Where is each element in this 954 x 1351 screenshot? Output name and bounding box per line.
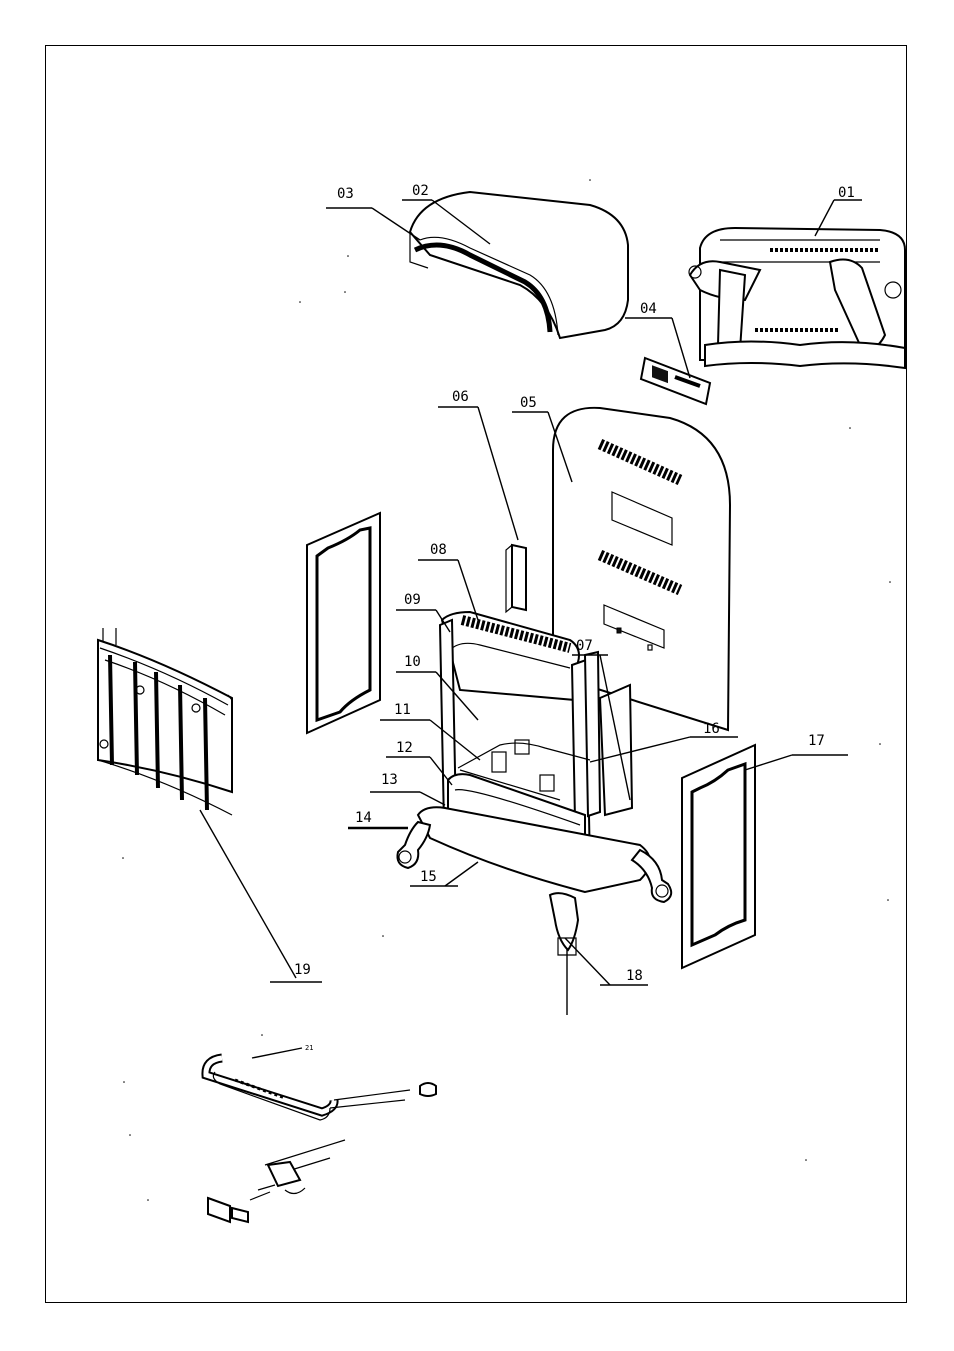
- callout-06: 06: [438, 389, 518, 540]
- svg-text:16: 16: [703, 721, 720, 737]
- part-switch-panel: [641, 358, 710, 404]
- callout-03: 03: [326, 186, 420, 240]
- part-log-set: [689, 228, 905, 368]
- callout-15: 15: [410, 862, 478, 886]
- svg-text:07: 07: [576, 638, 593, 654]
- callout-18: 18: [565, 938, 648, 1015]
- svg-text:09: 09: [404, 592, 421, 608]
- callout-19: 19: [200, 810, 322, 982]
- part-front-grille: [98, 628, 232, 815]
- part-heating-element: [206, 1058, 436, 1222]
- svg-text:14: 14: [355, 810, 372, 826]
- part-right-side-panel: [682, 745, 755, 968]
- svg-text:12: 12: [396, 740, 413, 756]
- svg-text:18: 18: [626, 968, 643, 984]
- svg-text:04: 04: [640, 301, 657, 317]
- svg-text:17: 17: [808, 733, 825, 749]
- svg-text:02: 02: [412, 183, 429, 199]
- svg-text:13: 13: [381, 772, 398, 788]
- callout-17: 17: [745, 733, 848, 770]
- svg-text:01: 01: [838, 185, 855, 201]
- svg-text:11: 11: [394, 702, 411, 718]
- callout-21: 21: [252, 1044, 313, 1058]
- callout-13: 13: [370, 772, 445, 805]
- callout-11: 11: [380, 702, 480, 760]
- callout-08: 08: [418, 542, 478, 620]
- svg-text:15: 15: [420, 869, 437, 885]
- svg-text:06: 06: [452, 389, 469, 405]
- part-top-cover: [410, 192, 628, 338]
- svg-text:19: 19: [294, 962, 311, 978]
- callout-14: 14: [348, 810, 408, 828]
- svg-text:10: 10: [404, 654, 421, 670]
- svg-text:08: 08: [430, 542, 447, 558]
- part-left-side-panel: [307, 513, 380, 733]
- svg-text:05: 05: [520, 395, 537, 411]
- svg-text:03: 03: [337, 186, 354, 202]
- part-bracket: [506, 545, 526, 612]
- svg-text:21: 21: [305, 1044, 313, 1052]
